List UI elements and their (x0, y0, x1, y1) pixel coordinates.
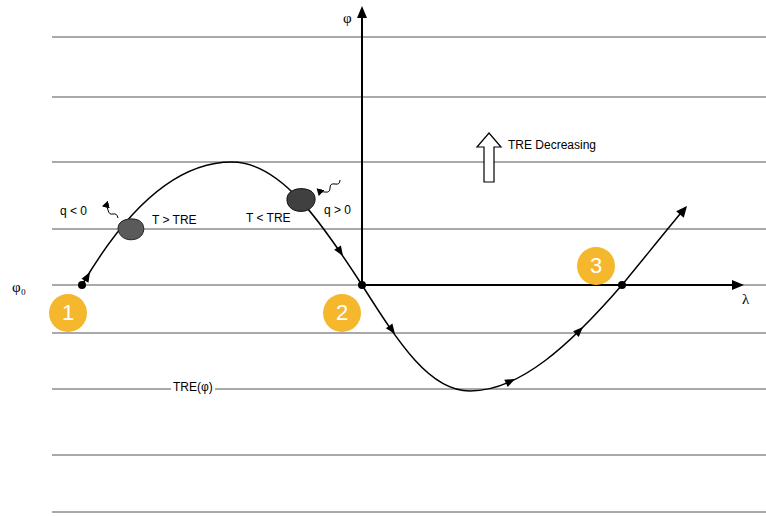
callout-circle: 3 (577, 247, 615, 285)
callout-number: 1 (62, 302, 74, 324)
callout-circle-fill (49, 294, 87, 332)
isotherm-line (52, 333, 766, 334)
air-parcel (118, 219, 144, 240)
diagram-label: φ₀ (10, 279, 28, 296)
heat-loss-arrow (103, 206, 118, 218)
trajectory-points (78, 281, 626, 289)
trajectory-point (78, 281, 86, 289)
callout-circle: 2 (323, 294, 361, 332)
trajectory-arrowhead (82, 270, 94, 283)
callout-circle-fill (323, 294, 361, 332)
isotherm-lines (52, 37, 766, 512)
trajectory-arrowhead (334, 245, 346, 258)
isotherm-line (52, 229, 766, 230)
callout-circle-fill (577, 247, 615, 285)
trajectory-point (358, 281, 366, 289)
diagram-label: T < TRE (244, 212, 293, 226)
lambda-axis (362, 284, 738, 286)
trajectory-arrowhead (386, 324, 398, 337)
isotherm-line (52, 389, 766, 390)
isotherm-line (52, 162, 766, 163)
parcel-trajectory (82, 162, 685, 391)
callout-number: 3 (590, 255, 602, 277)
diagram-label: TRE(φ) (171, 381, 215, 395)
diagram-label: T > TRE (150, 214, 199, 228)
diagram-label: φ (341, 10, 354, 27)
air-parcel (287, 189, 315, 212)
trajectory-arrowhead (676, 203, 691, 218)
isotherm-line (52, 97, 766, 98)
diagram-label: TRE Decreasing (506, 139, 598, 153)
diagram-label: λ (740, 291, 751, 308)
axis-arrowhead (357, 6, 367, 18)
trajectory-arrowhead (573, 324, 586, 337)
hollow-arrow (477, 133, 501, 182)
isotherm-line (52, 455, 766, 456)
isotherm-line (52, 285, 766, 286)
phi-axis (361, 14, 363, 285)
diagram-label: q > 0 (322, 204, 353, 218)
isotherm-line (52, 37, 766, 38)
isotherm-line (52, 512, 766, 513)
diagram-label: q < 0 (58, 205, 89, 219)
callout-circle: 1 (49, 294, 87, 332)
trajectory-arrowheads (82, 203, 691, 387)
axis-arrowhead (732, 280, 744, 290)
heat-gain-arrow (319, 180, 340, 195)
trajectory-arrowhead (504, 375, 516, 387)
trajectory-point (618, 281, 626, 289)
callout-number: 2 (336, 302, 348, 324)
